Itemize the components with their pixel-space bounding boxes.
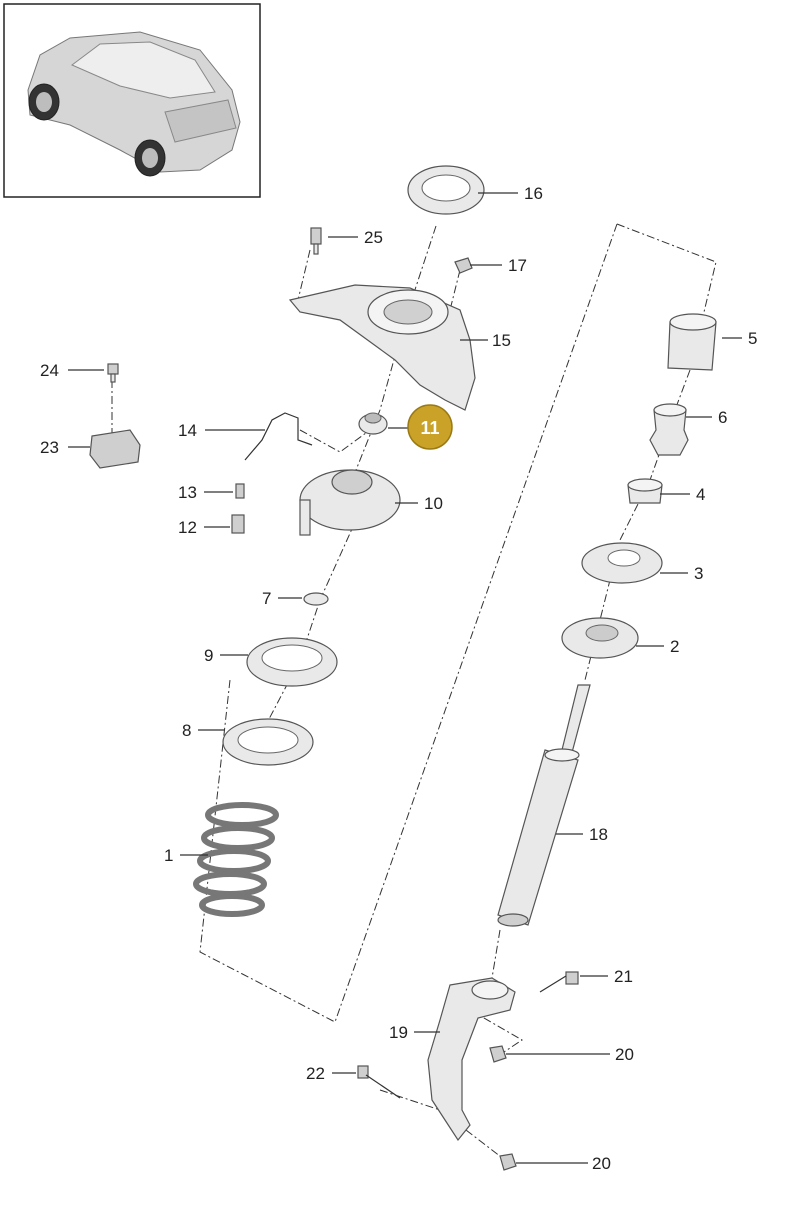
highlight-badge-label: 11 (420, 418, 439, 438)
callout-17[interactable]: 17 (508, 256, 527, 275)
part-11-nut (358, 412, 388, 435)
part-23-sensor (89, 429, 141, 469)
callout-25[interactable]: 25 (364, 228, 383, 247)
callout-20-lower[interactable]: 20 (592, 1154, 611, 1173)
part-12-connector (231, 514, 245, 534)
callout-8[interactable]: 8 (182, 721, 191, 740)
callout-21[interactable]: 21 (614, 967, 633, 986)
highlight-badge-11[interactable]: 11 (407, 404, 453, 450)
callout-labels: 16 25 17 15 5 6 4 10 3 2 14 13 12 24 23 … (40, 184, 757, 1173)
callout-23[interactable]: 23 (40, 438, 59, 457)
callout-19[interactable]: 19 (389, 1023, 408, 1042)
part-15-bracket (288, 284, 476, 411)
part-20-nut-a (489, 1045, 507, 1063)
part-25-bolt (310, 227, 322, 255)
callout-7[interactable]: 7 (262, 589, 271, 608)
part-13-clip (235, 483, 245, 499)
callout-4[interactable]: 4 (696, 485, 705, 504)
part-10-upper-mount (299, 469, 401, 536)
leader-lines (68, 192, 742, 1164)
part-7-washer (303, 592, 329, 606)
part-5-cover (667, 313, 717, 371)
callout-24[interactable]: 24 (40, 361, 59, 380)
callout-5[interactable]: 5 (748, 329, 757, 348)
callout-22[interactable]: 22 (306, 1064, 325, 1083)
callout-1[interactable]: 1 (164, 846, 173, 865)
callout-10[interactable]: 10 (424, 494, 443, 513)
part-22-bolt (357, 1065, 401, 1099)
callout-12[interactable]: 12 (178, 518, 197, 537)
part-3-dust-cap (581, 542, 663, 584)
callout-13[interactable]: 13 (178, 483, 197, 502)
callout-6[interactable]: 6 (718, 408, 727, 427)
callout-15[interactable]: 15 (492, 331, 511, 350)
part-9-spring-pad (246, 637, 338, 687)
part-16-seat-ring (407, 165, 485, 215)
part-24-screw (107, 363, 119, 383)
vehicle-thumbnail (3, 3, 261, 198)
callout-20-upper[interactable]: 20 (615, 1045, 634, 1064)
callout-14[interactable]: 14 (178, 421, 197, 440)
part-19-fork (427, 977, 516, 1142)
part-17-nut (454, 257, 473, 274)
part-14-sensor-wire (244, 412, 313, 461)
callout-16[interactable]: 16 (524, 184, 543, 203)
part-18-shock-absorber (497, 684, 591, 927)
callout-9[interactable]: 9 (204, 646, 213, 665)
callout-3[interactable]: 3 (694, 564, 703, 583)
part-4-spacer (627, 478, 663, 504)
part-20-nut-b (499, 1153, 517, 1171)
callout-18[interactable]: 18 (589, 825, 608, 844)
parts (89, 165, 717, 1171)
part-6-bump-stop (649, 403, 689, 456)
callout-2[interactable]: 2 (670, 637, 679, 656)
part-1-coil-spring (193, 802, 279, 917)
part-2-spring-plate (561, 617, 639, 659)
part-8-spring-seat (222, 718, 314, 766)
part-21-bolt (539, 971, 579, 993)
